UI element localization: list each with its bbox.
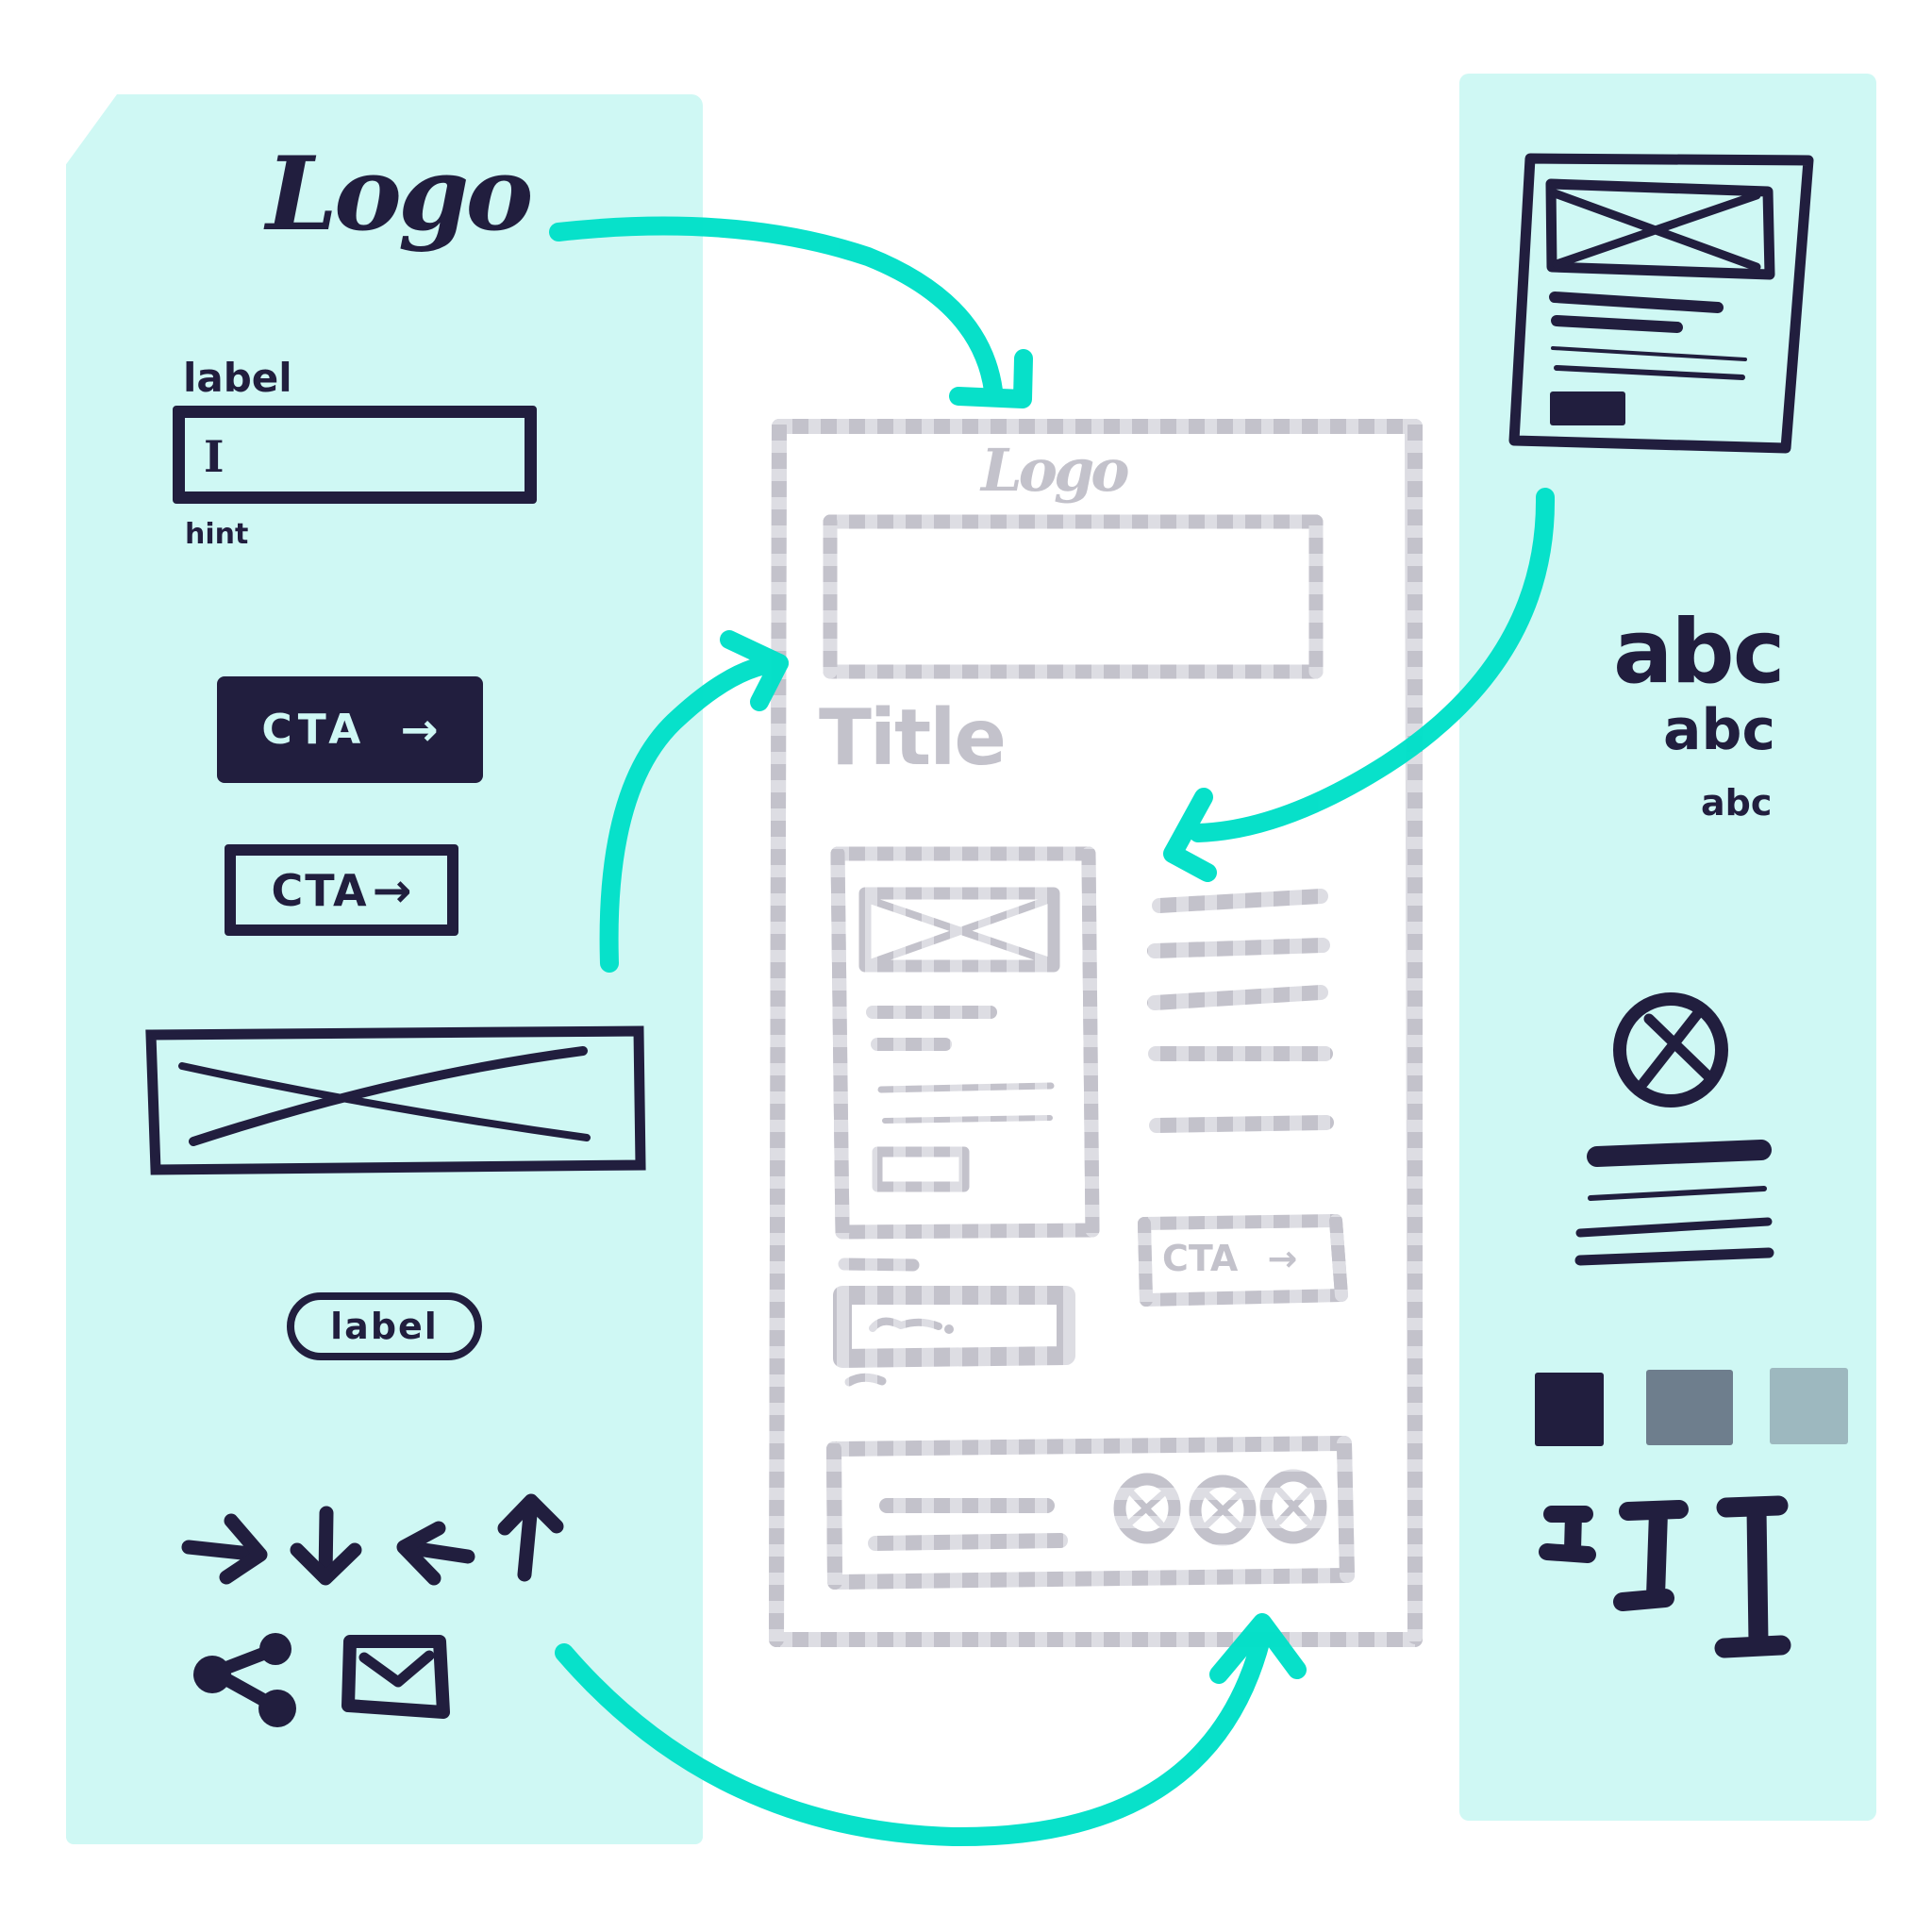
text-cursor-small-icon	[1539, 1506, 1596, 1563]
typography-large: abc	[1613, 601, 1785, 704]
flow-arrow-icons-to-footer	[555, 1613, 1307, 1847]
color-swatch-primary[interactable]	[1535, 1373, 1604, 1446]
cta-outline-button[interactable]: CTA →	[225, 844, 458, 936]
cta-filled-label: CTA	[261, 705, 367, 754]
color-swatch-tertiary[interactable]	[1770, 1368, 1848, 1444]
flow-arrow-logo-to-phone	[549, 216, 1033, 408]
tag-pill[interactable]: label	[287, 1292, 482, 1360]
input-label: label	[183, 355, 292, 401]
text-cursor-large-icon	[1714, 1495, 1791, 1658]
arrow-down-icon	[290, 1506, 362, 1586]
arrow-right-icon: →	[1267, 1238, 1298, 1279]
phone-input-box	[833, 1286, 1075, 1368]
arrow-right-icon: →	[400, 703, 439, 757]
tag-pill-label: label	[330, 1306, 439, 1347]
right-style-panel	[1459, 74, 1876, 1821]
arrow-right-icon	[181, 1513, 268, 1585]
arrow-left-icon	[396, 1521, 475, 1586]
flow-arrow-card-to-text	[1163, 488, 1556, 882]
text-input-field[interactable]: I	[173, 406, 537, 504]
left-component-panel	[66, 94, 703, 1844]
typography-medium: abc	[1663, 697, 1776, 763]
input-hint: hint	[185, 518, 249, 551]
typography-small: abc	[1701, 782, 1773, 824]
cta-outline-label: CTA	[271, 864, 369, 916]
logo: Logo	[266, 135, 534, 254]
cta-filled-button[interactable]: CTA →	[217, 676, 483, 783]
flow-arrow-components-to-title	[599, 630, 789, 973]
text-cursor-icon: I	[204, 431, 225, 482]
arrow-up-icon	[497, 1493, 564, 1582]
mail-icon	[341, 1635, 450, 1719]
color-swatch-secondary[interactable]	[1646, 1370, 1733, 1445]
circle-x-icon	[1613, 992, 1728, 1108]
phone-title: Title	[819, 693, 1007, 783]
phone-text-lines	[1152, 889, 1328, 913]
phone-cta-label: CTA →	[1162, 1238, 1298, 1279]
phone-footer-social-icons	[1113, 1469, 1327, 1546]
text-cursor-medium-icon	[1613, 1500, 1689, 1611]
phone-logo: Logo	[981, 436, 1130, 505]
arrow-right-icon: →	[372, 862, 412, 918]
